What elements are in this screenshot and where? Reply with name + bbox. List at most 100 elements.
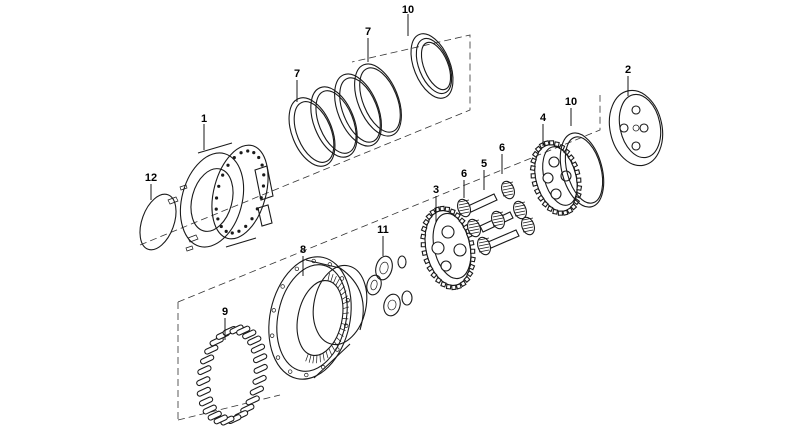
part-3-planet-carrier <box>420 205 476 291</box>
hub-bolt-hole <box>214 207 218 211</box>
roller-pin <box>196 376 211 387</box>
ring-gear-tooth <box>333 341 339 347</box>
needle-bearing <box>457 198 471 218</box>
ring-bolt-hole <box>327 262 332 267</box>
gear-tooth <box>451 284 457 291</box>
bolts <box>167 184 199 252</box>
gear-tooth <box>429 208 437 216</box>
assembly-guide-lines <box>139 34 601 421</box>
part-7-seal-rings <box>288 63 402 167</box>
ring-bolt-hole <box>335 347 340 352</box>
ring-bolt-hole <box>294 266 300 271</box>
ring-gear-tooth <box>332 275 337 284</box>
hub-bolt-hole <box>237 229 241 233</box>
gear-tooth <box>470 248 476 254</box>
roller-pin <box>242 329 257 340</box>
part-9-roller-pins <box>196 324 268 426</box>
gear-tooth <box>576 184 583 191</box>
ring-gear-tooth <box>342 300 349 305</box>
callout-10-top: 10 <box>402 4 414 16</box>
hub-bolt-hole <box>260 163 264 167</box>
gear-tooth <box>425 213 433 221</box>
gear-tooth <box>420 225 428 233</box>
gear-tooth <box>439 205 445 212</box>
gear-tooth <box>552 208 559 215</box>
gear-tooth <box>576 177 582 183</box>
hub-bolt-hole <box>259 196 263 200</box>
leader-lines <box>150 14 629 340</box>
roller-pin <box>196 386 212 397</box>
gear-tooth <box>434 276 442 284</box>
ring-gear-tooth <box>328 348 332 356</box>
callout-4: 4 <box>540 112 547 124</box>
gear-tooth <box>530 173 536 179</box>
ring-gear-tooth <box>340 290 347 296</box>
part-12-cover-disc <box>139 193 177 251</box>
gear-tooth <box>566 207 574 215</box>
gear-tooth <box>430 271 438 279</box>
ring-bolt-hole <box>344 323 349 328</box>
callout-9: 9 <box>222 306 228 318</box>
needle-bearing <box>521 216 535 236</box>
needle-bearing <box>477 236 491 256</box>
ring-bolt-hole <box>345 298 350 303</box>
ring-gear-tooth <box>342 306 350 309</box>
ring-gear-tooth <box>308 354 312 363</box>
gear-tooth <box>574 169 581 176</box>
roller-pin <box>200 354 215 365</box>
ring-bolt-hole <box>288 369 293 374</box>
ring-gear-tooth <box>335 278 340 286</box>
ring-gear-tooth <box>325 350 329 359</box>
hub-bolt-hole <box>217 184 221 188</box>
hub-bolt-hole <box>255 207 259 211</box>
gear-tooth <box>531 150 540 158</box>
ring-gear-tooth <box>336 337 342 343</box>
roller-pin <box>250 343 266 354</box>
ring-gear-tooth <box>305 353 309 362</box>
gear-tooth <box>426 264 434 273</box>
needle-bearing <box>491 210 505 230</box>
callout-labels: 1 2 3 4 5 6 6 7 7 8 9 10 10 11 12 <box>145 4 631 318</box>
part-11-bearings-washers <box>366 255 413 317</box>
hub-bolt-hole <box>214 196 219 200</box>
ring-gear-tooth <box>339 285 345 292</box>
gear-tooth <box>570 203 578 211</box>
gear-tooth <box>571 161 579 169</box>
gear-tooth <box>455 283 462 290</box>
needle-bearing <box>501 180 515 200</box>
gear-tooth <box>553 141 560 148</box>
hub-bolt-hole <box>246 149 250 153</box>
hub-bolt-hole <box>232 156 236 160</box>
gear-tooth <box>444 206 451 213</box>
gear-tooth <box>562 209 569 216</box>
ring-gear-tooth <box>322 352 325 361</box>
gear-tooth <box>549 140 555 146</box>
ring-bolt-hole <box>271 308 276 313</box>
ring-gear-tooth <box>337 281 343 289</box>
part-5-6-planet-shafts <box>457 180 535 256</box>
part-10-bearing-right <box>559 132 605 208</box>
roller-pin <box>202 404 217 415</box>
gear-tooth <box>454 212 462 220</box>
gear-tooth <box>538 141 546 149</box>
hub-bolt-hole <box>239 151 243 155</box>
gear-tooth <box>533 187 541 195</box>
roller-pin <box>249 385 264 396</box>
part-4-gear-plate <box>529 140 583 216</box>
gear-tooth <box>530 157 537 165</box>
hub-bolt-hole <box>216 217 220 221</box>
needle-bearing <box>513 200 527 220</box>
part-8-ring-gear-housing <box>268 256 368 380</box>
gear-tooth <box>534 145 542 153</box>
hub-bolt-hole <box>244 224 248 228</box>
roller-pin <box>204 344 219 355</box>
gear-tooth <box>449 208 456 215</box>
gear-tooth <box>445 283 452 290</box>
gear-tooth <box>546 205 554 213</box>
needle-bearing <box>467 218 481 238</box>
gear-tooth <box>557 210 563 216</box>
gear-tooth <box>531 180 538 187</box>
hub-bolt-hole <box>221 173 225 177</box>
callout-12: 12 <box>145 172 157 184</box>
gear-tooth <box>420 233 427 240</box>
